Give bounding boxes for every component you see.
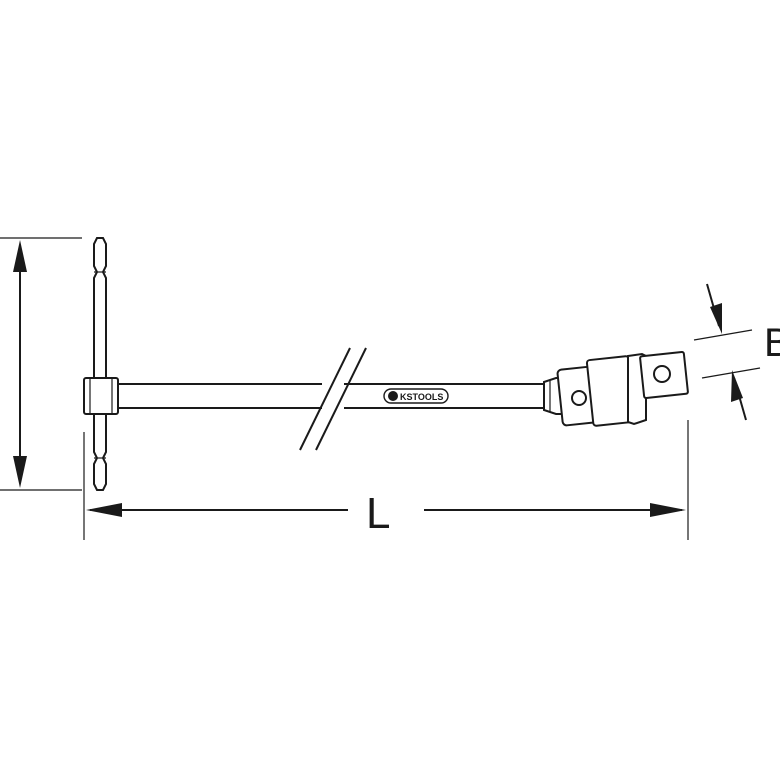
length-dimension: L — [83, 420, 689, 540]
length-label: L — [366, 489, 390, 538]
height-dimension — [0, 237, 82, 491]
t-handle-crossbar — [93, 237, 107, 491]
universal-joint — [543, 351, 689, 427]
brand-logo: KSTOOLS — [383, 388, 449, 404]
width-label: B — [764, 321, 780, 365]
handle-hub — [83, 377, 119, 415]
shaft — [118, 347, 544, 451]
width-dimension: B — [693, 283, 780, 421]
logo-text: KSTOOLS — [400, 392, 443, 402]
